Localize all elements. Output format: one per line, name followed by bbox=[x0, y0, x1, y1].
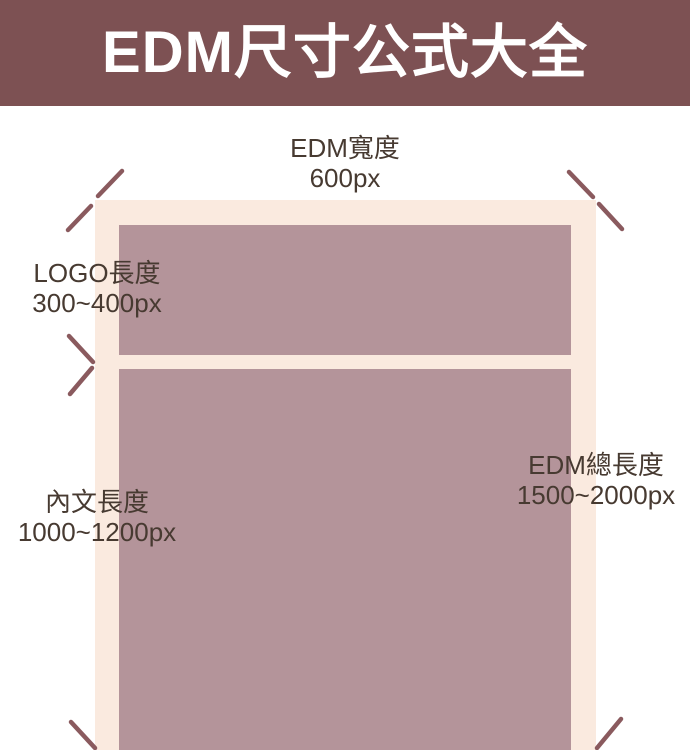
body-height-label-line2: 1000~1200px bbox=[17, 517, 177, 547]
logo-height-label: LOGO長度 300~400px bbox=[7, 258, 187, 318]
body-height-label: 內文長度 1000~1200px bbox=[7, 487, 187, 547]
edm-total-height-label-line2: 1500~2000px bbox=[516, 480, 676, 510]
edm-width-label: EDM寬度 600px bbox=[245, 133, 445, 193]
edm-width-label-line1: EDM寬度 bbox=[290, 133, 400, 163]
body-height-label-line1: 內文長度 bbox=[44, 487, 149, 517]
edm-total-height-label: EDM總長度 1500~2000px bbox=[496, 450, 690, 510]
edm-width-label-line2: 600px bbox=[309, 163, 381, 193]
edm-logo-section-rect bbox=[119, 225, 571, 355]
logo-height-label-line2: 300~400px bbox=[32, 288, 162, 318]
edm-body-section-rect bbox=[119, 369, 571, 750]
logo-height-label-line1: LOGO長度 bbox=[33, 258, 161, 288]
header-banner: EDM尺寸公式大全 bbox=[0, 0, 690, 106]
page-title: EDM尺寸公式大全 bbox=[102, 20, 588, 85]
section-divider-chevron-icon bbox=[66, 333, 96, 397]
edm-total-height-label-line1: EDM總長度 bbox=[528, 450, 664, 480]
tick-bottom-left-icon bbox=[68, 719, 98, 750]
tick-bottom-right-icon bbox=[594, 716, 624, 750]
